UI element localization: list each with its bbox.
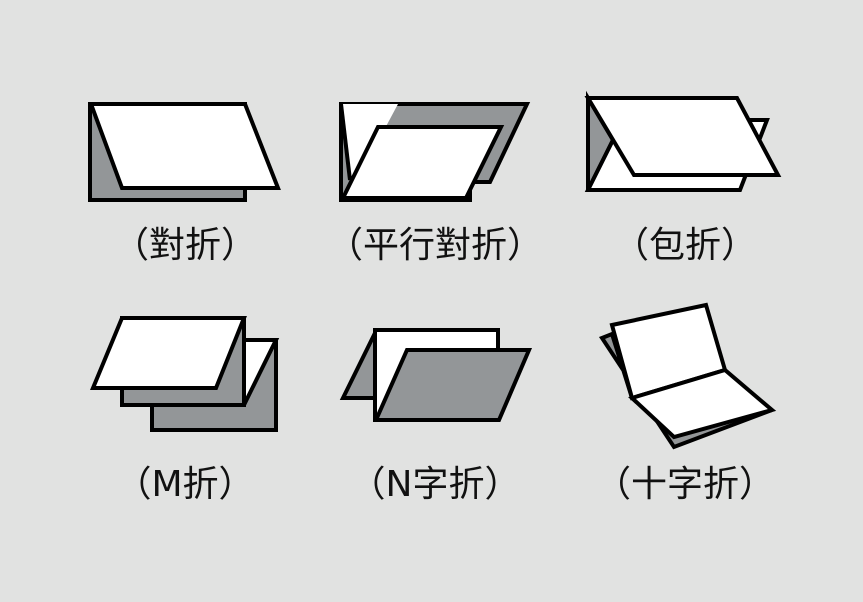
parallel-fold-icon (339, 102, 531, 202)
fold-label-half: （對折） (112, 225, 257, 266)
wrap-fold-icon (584, 90, 782, 192)
cross-fold-icon (598, 302, 777, 450)
fold-label-m: （M折） (115, 464, 255, 505)
n-fold-icon (339, 328, 533, 422)
half-fold-icon (88, 102, 281, 202)
fold-label-wrap: （包折） (612, 225, 757, 266)
fold-label-n: （N字折） (349, 464, 521, 505)
fold-label-parallel: （平行對折） (326, 225, 543, 266)
m-fold-icon (90, 316, 280, 432)
fold-label-cross: （十字折） (594, 464, 775, 505)
